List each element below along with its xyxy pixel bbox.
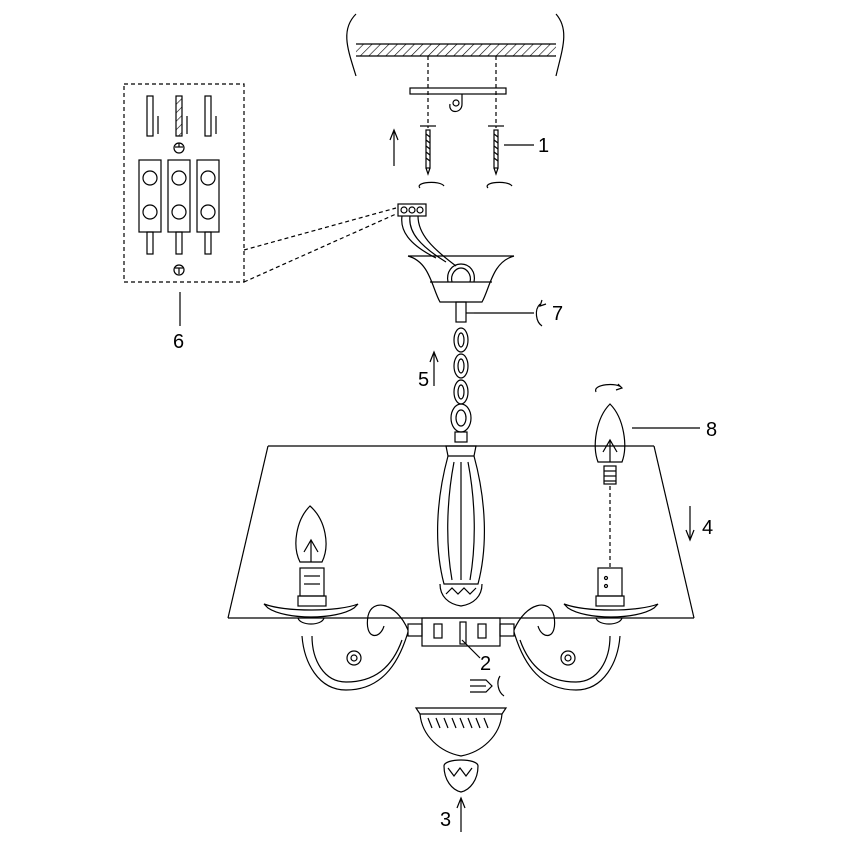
callout-2: 2 <box>480 653 491 675</box>
screw-right <box>488 125 504 176</box>
callout-6: 6 <box>173 331 184 353</box>
down-arrow-icon <box>685 506 695 542</box>
dashed-connector <box>243 213 397 283</box>
center-stem <box>437 445 485 607</box>
bulb-left <box>295 505 327 563</box>
canopy <box>407 255 515 323</box>
terminal-block <box>397 203 457 267</box>
rotate-arrow-icon <box>418 181 513 189</box>
mounting-plate <box>409 87 507 113</box>
callout-labels: 1 2 3 4 5 6 7 8 <box>173 135 717 831</box>
wrench-icon <box>470 675 505 697</box>
callout-5: 5 <box>418 369 429 391</box>
arm-right <box>513 604 621 691</box>
dashed-connector <box>243 207 397 251</box>
callout-7: 7 <box>552 303 563 325</box>
chain <box>450 327 472 443</box>
candle-holder-right <box>563 567 659 625</box>
bulb-loose <box>594 403 626 485</box>
candle-holder-left <box>263 567 359 625</box>
callout-4: 4 <box>702 517 713 539</box>
hub <box>407 617 515 647</box>
up-arrow-icon <box>456 796 466 832</box>
ceiling <box>346 13 565 128</box>
terminal-detail-inset <box>123 83 245 283</box>
up-arrow-icon <box>429 350 439 386</box>
rotate-arrow-icon <box>535 299 547 327</box>
up-arrow-icon <box>389 128 399 166</box>
screw-left <box>420 125 436 176</box>
callout-8: 8 <box>706 419 717 441</box>
callout-leader-2 <box>461 639 481 659</box>
callout-3: 3 <box>440 809 451 831</box>
arm-left <box>301 604 409 691</box>
rotate-arrow-icon <box>595 383 624 393</box>
bottom-finial <box>414 707 508 793</box>
callout-1: 1 <box>538 135 549 157</box>
